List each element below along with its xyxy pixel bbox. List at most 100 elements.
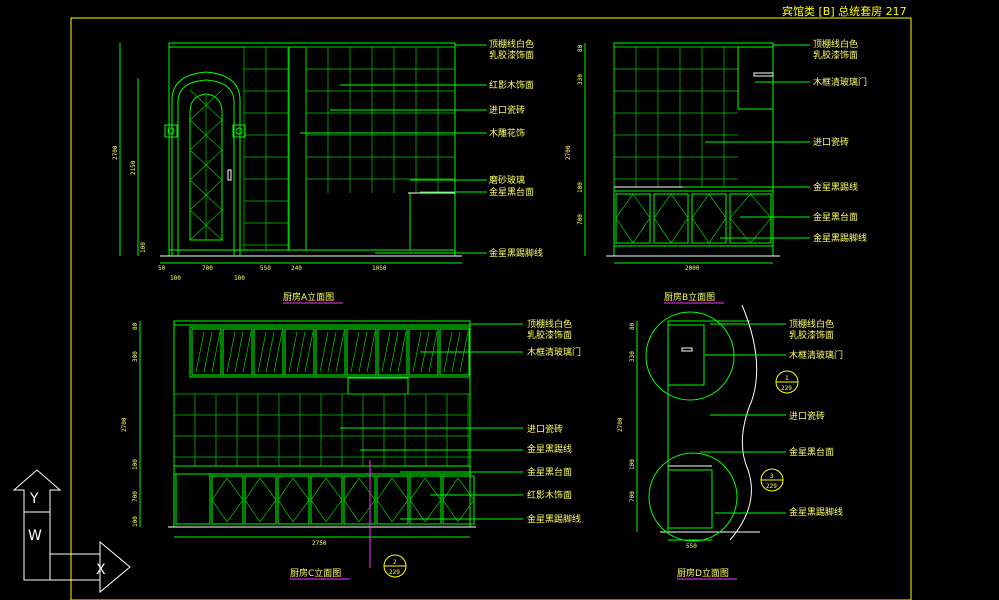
glass-hatch	[327, 331, 337, 373]
detail-circle-upper	[645, 311, 735, 401]
cabinet-door-hatch	[277, 477, 294, 501]
glass-hatch	[381, 331, 391, 373]
cabinet-door-hatch	[244, 477, 261, 501]
base-cabinet-d	[667, 469, 713, 529]
cabinet-door-hatch	[358, 477, 376, 501]
tile-grid-c	[173, 393, 470, 466]
label-c-1: 乳胶漆饰面	[527, 329, 572, 341]
glass-cabinet-door	[315, 328, 346, 376]
cabinet-door-hatch	[211, 477, 228, 501]
glass-cabinet-door	[346, 328, 377, 376]
cabinet-door-hatch	[708, 193, 727, 219]
glass-hatch	[319, 331, 329, 373]
label-c-3: 进口瓷砖	[527, 423, 563, 435]
cabinet-door-hatch	[376, 477, 393, 501]
dim-c-v-100a: 100	[132, 459, 139, 470]
ucs-icon: Y W X	[12, 469, 131, 594]
cabinet-door-hatch	[391, 499, 409, 523]
glass-hatch	[288, 331, 298, 373]
dim-a-h-50: 50	[158, 265, 166, 272]
wall-cabinet-b	[737, 46, 774, 110]
title-d: 厨房D立面图	[677, 567, 729, 579]
dim-d-h-550: 550	[686, 543, 697, 550]
glass-hatch	[412, 331, 422, 373]
base-cabinet-door	[244, 475, 277, 525]
detail-circle-lower	[648, 452, 738, 542]
label-d-4: 金星黑台面	[789, 446, 834, 458]
label-c-0: 顶棚线白色	[527, 318, 572, 330]
dim-b-v-2700: 2700	[565, 145, 572, 160]
label-b-4: 金星黑踢线	[813, 181, 858, 193]
cabinet-door-hatch	[325, 499, 343, 523]
callout-2-bottom: 229	[389, 569, 400, 576]
label-c-6: 红影木饰面	[527, 489, 572, 501]
glass-hatch	[389, 331, 399, 373]
cabinet-door-hatch	[632, 217, 651, 244]
cabinet-door	[691, 193, 727, 244]
cabinet-door-hatch	[670, 193, 689, 219]
label-d-1: 乳胶漆饰面	[789, 329, 834, 341]
label-b-1: 乳胶漆饰面	[813, 49, 858, 61]
arched-door-frame	[171, 71, 241, 256]
glass-cabinet-door	[377, 328, 408, 376]
dim-a-h-100b: 100	[234, 275, 245, 282]
cabinet-door-hatch	[457, 499, 475, 523]
label-c-7: 金星黑踢脚线	[527, 513, 581, 525]
elevation-b: 80 330 2700 100 700 2000 顶棚线白色 乳胶漆饰面 木框清…	[565, 38, 867, 304]
dim-c-v-100b: 100	[132, 516, 139, 527]
dim-c-h-2750: 2750	[312, 540, 327, 547]
dim-c-v-2700: 2700	[121, 417, 128, 432]
elevation-c: 80 300 2700 100 700 100 2750 顶棚线白色 乳胶漆饰面…	[121, 318, 581, 580]
glass-hatch	[304, 331, 314, 373]
break-line-d	[729, 304, 758, 541]
base-cabinet-b	[613, 190, 774, 247]
tile-grid-a-right	[305, 46, 455, 193]
glass-hatch	[335, 331, 345, 373]
ucs-stem	[23, 511, 51, 581]
title-a: 厨房A立面图	[283, 291, 334, 303]
base-cabinet-door	[409, 475, 442, 525]
dim-b-v-700: 700	[577, 214, 584, 225]
cabinet-door-hatch	[750, 217, 772, 244]
cabinet-door-hatch	[409, 477, 426, 501]
dim-d-v-100: 100	[629, 459, 636, 470]
glass-hatch	[257, 331, 267, 373]
carved-ornament-left-inner	[167, 127, 175, 135]
cabinet-door-hatch	[211, 499, 228, 523]
leaders-b	[683, 44, 810, 239]
wall-cabinet-d-handle	[681, 347, 693, 352]
counter-band-c	[173, 465, 471, 475]
cabinet-door-hatch	[226, 477, 244, 501]
cabinet-door-hatch	[615, 217, 634, 244]
door-glass-pattern	[189, 89, 223, 241]
label-a-4: 木雕花饰	[489, 127, 525, 139]
label-a-2: 红影木饰面	[489, 79, 534, 91]
sheet-title: 宾馆类 [B] 总统套房 217	[782, 4, 907, 18]
label-a-7: 金星黑踢脚线	[489, 247, 543, 259]
carved-ornament-right-inner	[235, 127, 243, 135]
elevation-d: 80 330 2700 100 700 550 顶棚线白色 乳胶漆饰面 木框清玻…	[617, 304, 843, 580]
glass-hatch	[195, 331, 205, 373]
dim-b-v-330: 330	[577, 74, 584, 85]
cabinet-door-hatch	[632, 193, 651, 219]
ucs-w-label: W	[28, 528, 42, 544]
cabinet-door-hatch	[729, 217, 751, 244]
label-d-2: 木框清玻璃门	[789, 349, 843, 361]
label-b-3: 进口瓷砖	[813, 136, 849, 148]
cabinet-door-hatch	[708, 217, 727, 244]
cabinet-door-hatch	[259, 477, 277, 501]
dim-c-v-700: 700	[132, 491, 139, 502]
cabinet-door-hatch	[653, 193, 672, 219]
range-hood-c	[347, 377, 409, 395]
callout-1-top: 1	[785, 375, 789, 382]
tile-grid-b	[613, 46, 738, 187]
cabinet-door	[653, 193, 689, 244]
counter-a	[409, 192, 456, 251]
ucs-y-arrow	[12, 469, 62, 513]
cabinet-door-hatch	[424, 477, 442, 501]
base-cabinet-door	[310, 475, 343, 525]
cabinet-door-hatch	[457, 477, 475, 501]
dim-b-v-80: 80	[577, 44, 584, 52]
base-cabinets-c	[175, 473, 475, 525]
